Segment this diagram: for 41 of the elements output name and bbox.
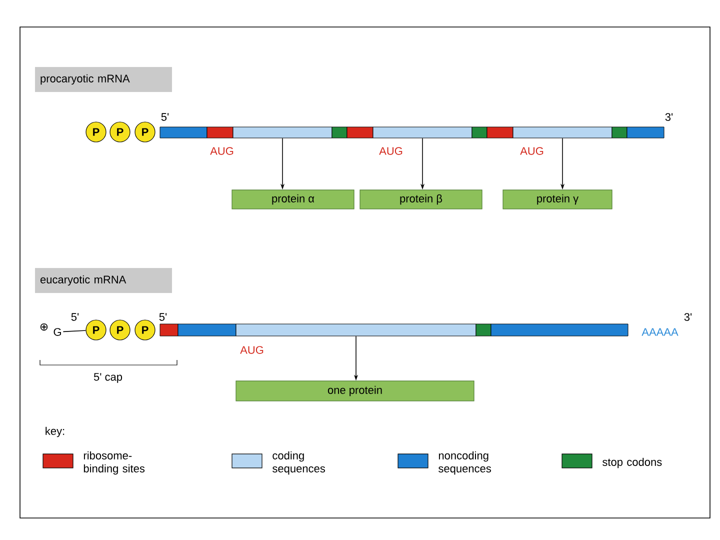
- codon-label: AUG: [240, 346, 264, 354]
- end-label: 3': [665, 113, 673, 121]
- legend-text: stop codons: [602, 458, 662, 468]
- end-label: 5': [159, 313, 167, 321]
- mrna-segment: [612, 126, 628, 138]
- heading-box: procaryotic mRNA: [35, 67, 172, 92]
- connector-line: [62, 330, 86, 332]
- mrna-segment: [346, 126, 374, 138]
- legend-text: coding sequences: [272, 451, 325, 475]
- mrna-segment: [472, 126, 488, 138]
- bracket-label: 5' cap: [94, 373, 122, 383]
- heading-box: eucaryotic mRNA: [35, 268, 172, 293]
- protein-box: protein γ: [502, 190, 612, 210]
- mrna-segment: [206, 126, 234, 138]
- nucleotide-label: G: [54, 328, 61, 336]
- end-label: 5': [71, 313, 79, 321]
- codon-label: AUG: [379, 147, 402, 155]
- codon-label: AUG: [520, 147, 544, 155]
- end-label: 3': [684, 313, 692, 321]
- mrna-segment: [160, 324, 178, 336]
- charge-symbol: ⊕: [40, 323, 48, 331]
- protein-box: protein β: [360, 190, 482, 210]
- end-label: 5': [161, 113, 169, 121]
- mrna-segment: [512, 126, 612, 138]
- mrna-segment: [626, 126, 664, 138]
- poly-a-tail-label: AAAAA: [642, 328, 678, 336]
- codon-label: AUG: [210, 147, 234, 155]
- key-heading: key:: [46, 426, 64, 438]
- mrna-segment: [490, 324, 628, 336]
- mrna-segment: [332, 126, 348, 138]
- legend-text: ribosome-binding sites: [84, 451, 145, 475]
- mrna-segment: [160, 126, 208, 138]
- mrna-segment: [232, 126, 332, 138]
- protein-box: one protein: [236, 380, 474, 402]
- mrna-segment: [372, 126, 472, 138]
- mrna-segment: [178, 324, 236, 336]
- protein-box: protein α: [232, 190, 354, 210]
- mrna-segment: [476, 324, 492, 336]
- mrna-segment: [486, 126, 514, 138]
- mrna-segment: [236, 324, 476, 336]
- legend-text: noncoding sequences: [438, 451, 491, 475]
